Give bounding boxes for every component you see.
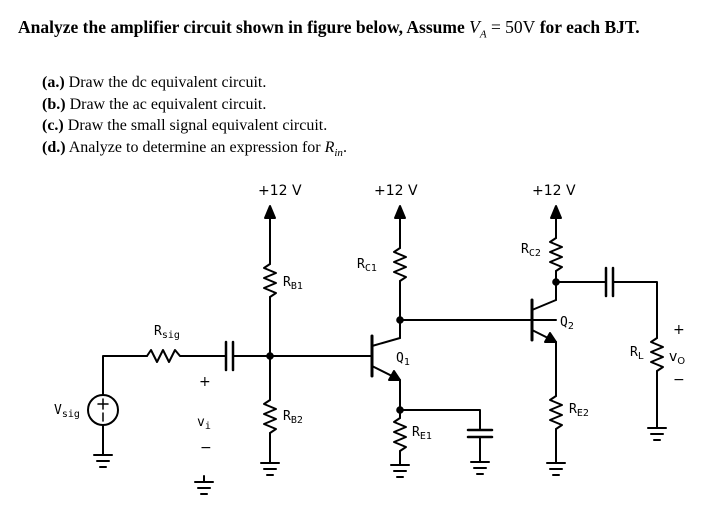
ground-icon <box>546 462 566 476</box>
supply-label-1: +12 V <box>258 183 302 199</box>
task-a: (a.) Draw the dc equivalent circuit. <box>42 74 267 91</box>
vo-minus-sign: − <box>673 372 685 388</box>
rb2-resistor <box>263 399 277 434</box>
rl-label: RL <box>630 345 644 362</box>
base-node <box>266 352 274 360</box>
rl-resistor <box>650 337 664 372</box>
rc1-label: RC1 <box>357 257 377 274</box>
task-b: (b.) Draw the ac equivalent circuit. <box>42 95 267 113</box>
q2-transistor <box>530 298 557 343</box>
re2-resistor <box>549 395 563 430</box>
vsig-source <box>87 379 119 456</box>
ground-icon <box>470 461 490 475</box>
rc1-resistor <box>393 247 407 282</box>
vo-label: vO <box>669 349 685 367</box>
bypass-capacitor <box>399 409 494 463</box>
vsig-label: Vsig <box>54 403 80 420</box>
statement-tail: for each BJT. <box>535 17 640 37</box>
output-capacitor <box>555 266 658 339</box>
re1-label: RE1 <box>412 425 432 442</box>
ground-icon <box>93 454 113 468</box>
re1-resistor <box>393 417 407 452</box>
va-value: = 50V <box>486 17 536 37</box>
re2-label: RE2 <box>569 402 589 419</box>
q1-transistor <box>370 334 401 381</box>
task-d: (d.) Analyze to determine an expression … <box>42 138 347 159</box>
ground-icon <box>647 427 667 441</box>
rc2-label: RC2 <box>521 242 541 259</box>
vi-minus-sign: − <box>200 440 212 456</box>
vi-plus-sign: + <box>199 374 211 390</box>
task-c: (c.) Draw the small signal equivalent ci… <box>42 117 328 134</box>
rb1-label: RB1 <box>283 275 303 292</box>
statement-lead: Analyze the amplifier circuit shown in f… <box>18 17 470 37</box>
problem-statement: Analyze the amplifier circuit shown in f… <box>18 17 640 41</box>
va-symbol: VA = 50V <box>469 17 536 41</box>
vi-label: vi <box>197 415 211 432</box>
input-capacitor <box>197 340 373 372</box>
ground-icon <box>390 464 410 478</box>
rb2-label: RB2 <box>283 409 303 426</box>
supply-label-3: +12 V <box>532 183 576 199</box>
rc2-resistor <box>549 237 563 272</box>
q1-label: Q1 <box>396 351 410 368</box>
task-list: (a.) Draw the dc equivalent circuit. (b.… <box>42 72 347 164</box>
vo-plus-sign: + <box>673 322 685 338</box>
rb1-resistor <box>263 263 277 298</box>
rsig-label: Rsig <box>154 324 180 341</box>
q2-label: Q2 <box>560 315 574 332</box>
ground-icon <box>260 462 280 476</box>
supply-label-2: +12 V <box>374 183 418 199</box>
rsig-resistor <box>146 349 199 363</box>
ground-icon <box>194 475 214 495</box>
